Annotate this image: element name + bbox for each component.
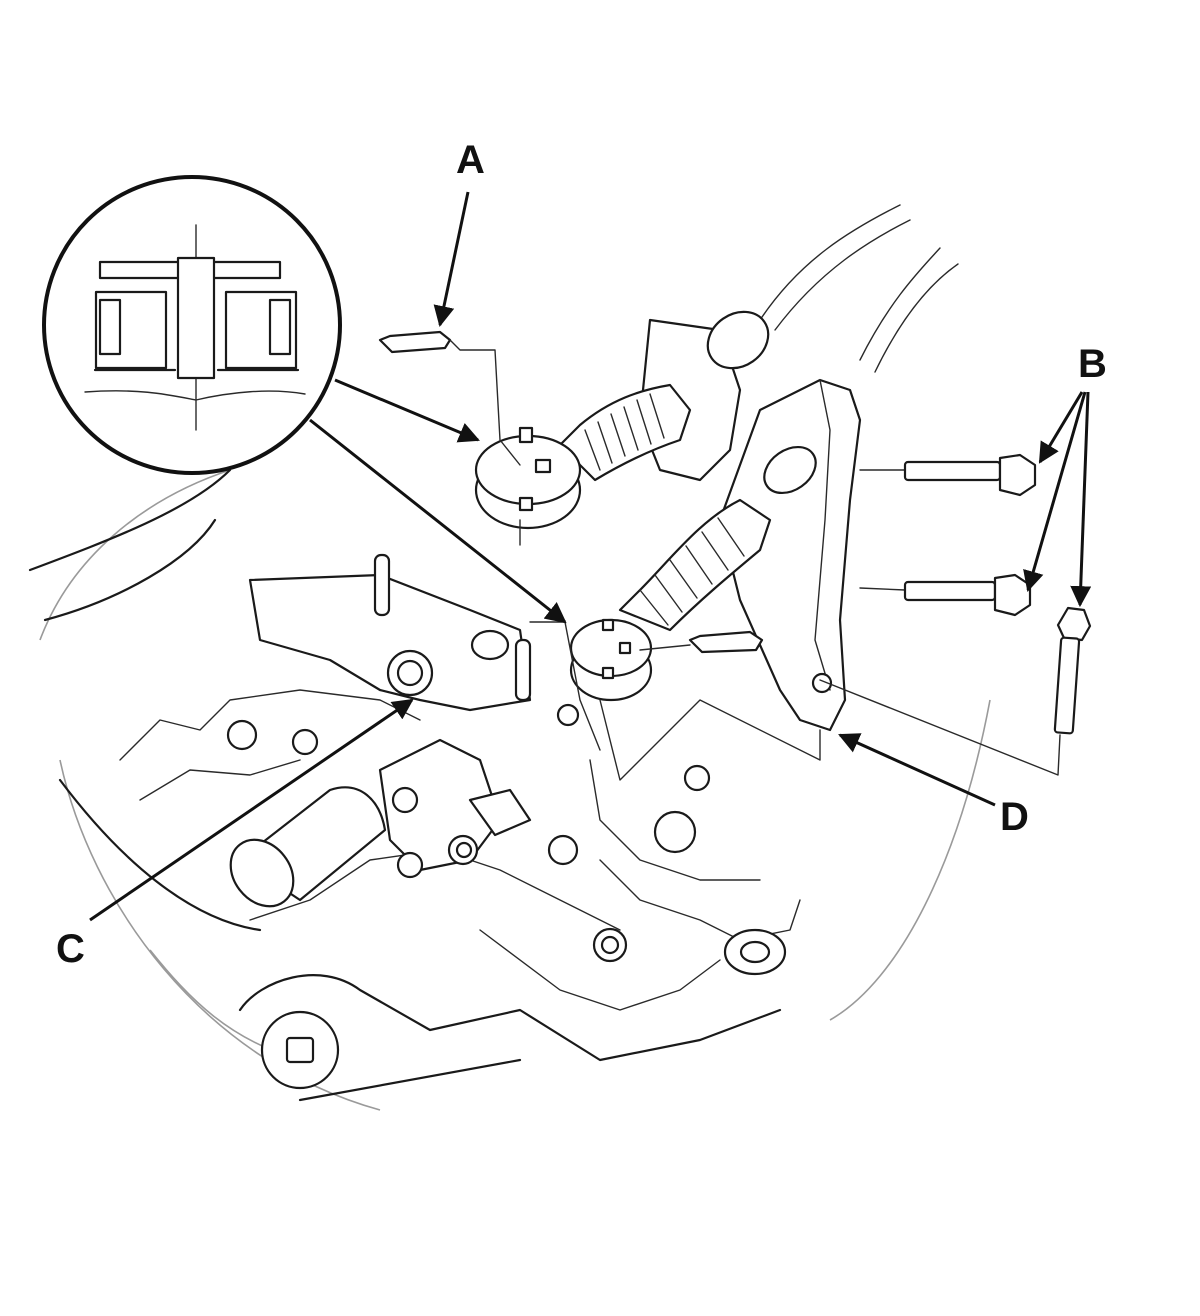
shift-lever-base xyxy=(248,553,532,712)
callout-b-arrow-2 xyxy=(1023,391,1087,593)
callout-b-arrow-3 xyxy=(1070,391,1092,608)
lower-boot-ribs xyxy=(639,517,745,626)
detail-arrow-upper xyxy=(334,378,480,443)
callout-c-arrow xyxy=(89,698,414,922)
detail-inset xyxy=(42,175,342,475)
callout-c-label: C xyxy=(56,927,85,971)
housing-fasteners xyxy=(226,703,787,1090)
transmission-case xyxy=(28,468,801,1102)
callout-d-label: D xyxy=(1000,795,1029,839)
upper-cable-end xyxy=(474,204,959,530)
lower-cable-end xyxy=(569,445,817,702)
callout-b-label: B xyxy=(1078,342,1107,386)
callout-a-arrow xyxy=(433,191,470,328)
lock-clip xyxy=(378,330,764,654)
transmission-housing-outline xyxy=(39,469,991,1111)
callout-b-arrow-1 xyxy=(1038,391,1084,464)
callout-a-label: A xyxy=(456,138,485,182)
actuator-motor xyxy=(229,738,532,908)
callout-d-arrow xyxy=(838,733,996,807)
detail-arrow-lower xyxy=(309,418,567,624)
upper-boot-ribs xyxy=(584,393,665,471)
flange-bolts xyxy=(819,453,1092,776)
